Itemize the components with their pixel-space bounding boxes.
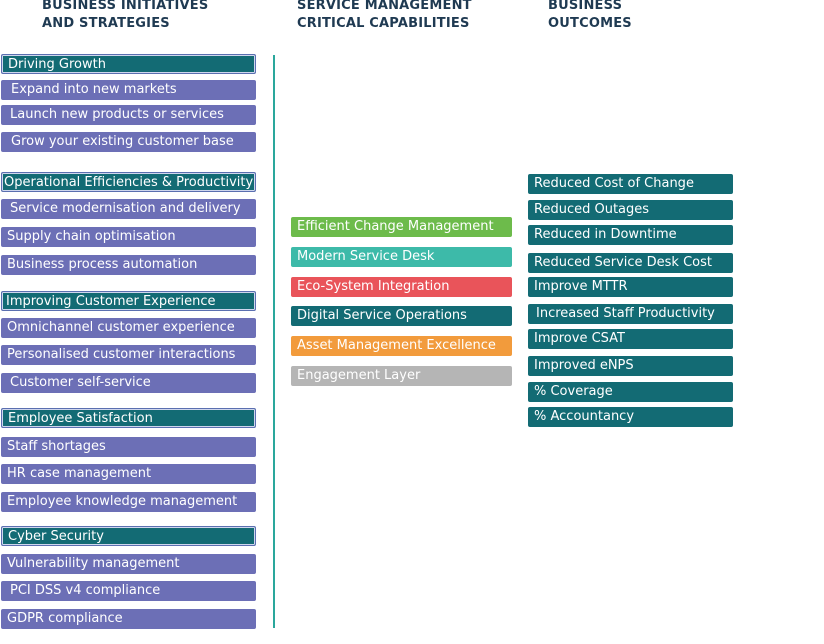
initiative-item: Omnichannel customer experience bbox=[1, 318, 256, 338]
outcome-item: Reduced in Downtime bbox=[528, 225, 733, 245]
initiative-group-customer-experience: Improving Customer Experience bbox=[1, 291, 256, 311]
outcome-item: Reduced Cost of Change bbox=[528, 174, 733, 194]
initiative-item: Grow your existing customer base bbox=[1, 132, 256, 152]
initiative-item: Launch new products or services bbox=[1, 105, 256, 125]
initiative-item: Expand into new markets bbox=[1, 80, 256, 100]
outcome-item: Improved eNPS bbox=[528, 356, 733, 376]
header-capabilities-line2: CRITICAL CAPABILITIES bbox=[297, 16, 470, 31]
initiative-item: Business process automation bbox=[1, 255, 256, 275]
outcome-item: % Accountancy bbox=[528, 407, 733, 427]
initiative-item: Supply chain optimisation bbox=[1, 227, 256, 247]
capability-asset-management: Asset Management Excellence bbox=[291, 336, 512, 356]
capability-service-desk: Modern Service Desk bbox=[291, 247, 512, 267]
initiative-item: Vulnerability management bbox=[1, 554, 256, 574]
header-outcomes-line2: OUTCOMES bbox=[548, 16, 632, 31]
header-capabilities-line1: SERVICE MANAGEMENT bbox=[297, 0, 472, 13]
outcome-item: Improve CSAT bbox=[528, 329, 733, 349]
capability-eco-system-integration: Eco-System Integration bbox=[291, 277, 512, 297]
header-initiatives-line1: BUSINESS INITIATIVES bbox=[42, 0, 209, 13]
initiative-item: Service modernisation and delivery bbox=[1, 199, 256, 219]
initiative-item: HR case management bbox=[1, 464, 256, 484]
header-outcomes-line1: BUSINESS bbox=[548, 0, 623, 13]
outcome-item: Reduced Outages bbox=[528, 200, 733, 220]
initiative-item: PCI DSS v4 compliance bbox=[1, 581, 256, 601]
capability-digital-service-operations: Digital Service Operations bbox=[291, 306, 512, 326]
initiative-group-employee-satisfaction: Employee Satisfaction bbox=[1, 408, 256, 428]
initiative-item: Employee knowledge management bbox=[1, 492, 256, 512]
header-outcomes: BUSINESS OUTCOMES bbox=[548, 0, 632, 33]
initiative-group-cyber-security: Cyber Security bbox=[1, 526, 256, 546]
initiative-item: GDPR compliance bbox=[1, 609, 256, 629]
header-capabilities: SERVICE MANAGEMENT CRITICAL CAPABILITIES bbox=[297, 0, 472, 33]
initiative-item: Personalised customer interactions bbox=[1, 345, 256, 365]
outcome-item: % Coverage bbox=[528, 382, 733, 402]
capability-change-management: Efficient Change Management bbox=[291, 217, 512, 237]
initiative-item: Staff shortages bbox=[1, 437, 256, 457]
initiative-item: Customer self-service bbox=[1, 373, 256, 393]
header-initiatives: BUSINESS INITIATIVES AND STRATEGIES bbox=[42, 0, 208, 33]
column-divider bbox=[273, 55, 275, 628]
outcome-item: Improve MTTR bbox=[528, 277, 733, 297]
header-initiatives-line2: AND STRATEGIES bbox=[42, 16, 170, 31]
initiative-group-operational-efficiencies: Operational Efficiencies & Productivity bbox=[1, 172, 256, 192]
outcome-item: Increased Staff Productivity bbox=[528, 304, 733, 324]
capability-engagement-layer: Engagement Layer bbox=[291, 366, 512, 386]
outcome-item: Reduced Service Desk Cost bbox=[528, 253, 733, 273]
initiative-group-driving-growth: Driving Growth bbox=[1, 54, 256, 74]
